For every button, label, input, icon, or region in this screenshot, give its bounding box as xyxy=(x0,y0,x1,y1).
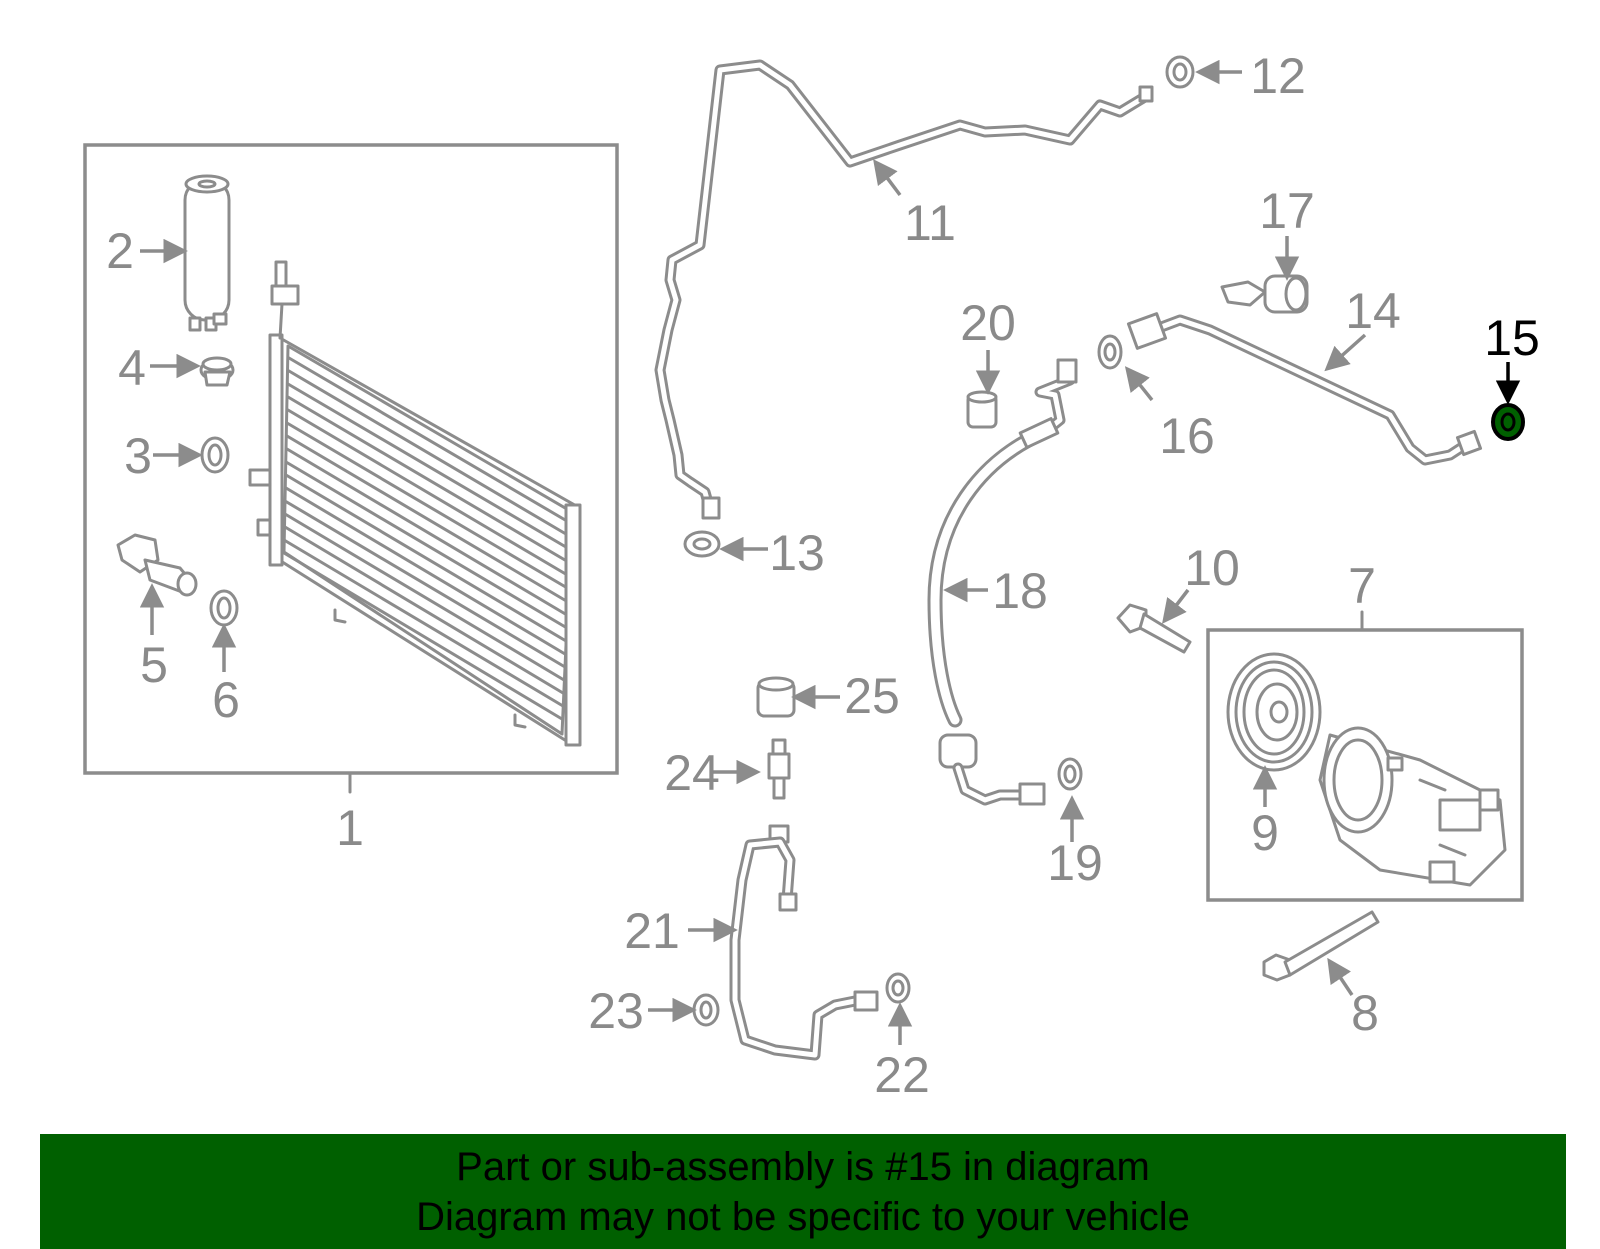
ac-line-21 xyxy=(729,824,879,1061)
condenser-assembly-group xyxy=(83,143,619,794)
compressor-assembly-box xyxy=(1206,628,1524,902)
callout-6: 6 xyxy=(212,672,240,728)
o-ring-19 xyxy=(1057,757,1083,791)
callout-4: 4 xyxy=(118,340,146,396)
callout-16: 16 xyxy=(1159,408,1215,464)
line-bracket-17 xyxy=(1220,274,1309,314)
receiver-drier xyxy=(183,174,231,332)
disclaimer-line: Diagram may not be specific to your vehi… xyxy=(416,1195,1190,1239)
o-ring-13 xyxy=(683,530,721,558)
callout-10: 10 xyxy=(1184,540,1240,596)
callout-9: 9 xyxy=(1251,805,1279,861)
o-ring-6 xyxy=(209,589,239,627)
callout-5: 5 xyxy=(140,637,168,693)
bolt-8 xyxy=(1262,910,1380,982)
ac-line-11 xyxy=(654,59,1154,520)
callout-7: 7 xyxy=(1348,558,1376,614)
callout-24: 24 xyxy=(664,745,720,801)
callout-8: 8 xyxy=(1351,985,1379,1041)
condenser-core xyxy=(248,260,582,747)
clutch-pulley xyxy=(1226,652,1322,772)
ac-line-14 xyxy=(1126,312,1483,466)
o-ring-3 xyxy=(200,436,230,474)
ac-hose-18 xyxy=(927,358,1078,806)
callout-23: 23 xyxy=(588,983,644,1039)
callout-17: 17 xyxy=(1259,183,1315,239)
callout-11: 11 xyxy=(904,195,956,251)
callout-12: 12 xyxy=(1250,48,1306,104)
callout-14: 14 xyxy=(1345,283,1401,339)
leader-arrows xyxy=(139,59,1521,1045)
callout-15: 15 xyxy=(1484,310,1540,366)
callout-20: 20 xyxy=(960,295,1016,351)
o-ring-15 xyxy=(1491,403,1525,441)
callout-25: 25 xyxy=(844,668,900,724)
part-info-banner: Part or sub-assembly is #15 in diagram D… xyxy=(40,1134,1566,1249)
o-ring-16 xyxy=(1097,334,1123,370)
bolt-10 xyxy=(1116,603,1192,654)
callout-22: 22 xyxy=(874,1047,930,1103)
o-ring-22 xyxy=(885,972,911,1004)
callout-labels: 1 2 3 4 5 6 7 8 9 10 11 12 13 14 15 16 1… xyxy=(106,48,1540,1103)
o-ring-12 xyxy=(1165,55,1195,89)
valve-core-24 xyxy=(767,738,791,800)
callout-18: 18 xyxy=(992,563,1048,619)
callout-3: 3 xyxy=(124,428,152,484)
compressor-assembly-group xyxy=(1206,610,1524,902)
pressure-switch xyxy=(116,533,198,597)
callout-19: 19 xyxy=(1047,835,1103,891)
service-cap-25 xyxy=(756,676,796,718)
compressor-body xyxy=(1318,726,1507,887)
callout-2: 2 xyxy=(106,223,134,279)
callout-1: 1 xyxy=(336,800,364,856)
o-ring-23 xyxy=(692,993,720,1027)
callout-13: 13 xyxy=(769,525,825,581)
callout-21: 21 xyxy=(624,903,680,959)
part-info-line: Part or sub-assembly is #15 in diagram xyxy=(456,1145,1150,1189)
drier-plug xyxy=(199,356,235,387)
service-cap-20 xyxy=(966,390,998,429)
